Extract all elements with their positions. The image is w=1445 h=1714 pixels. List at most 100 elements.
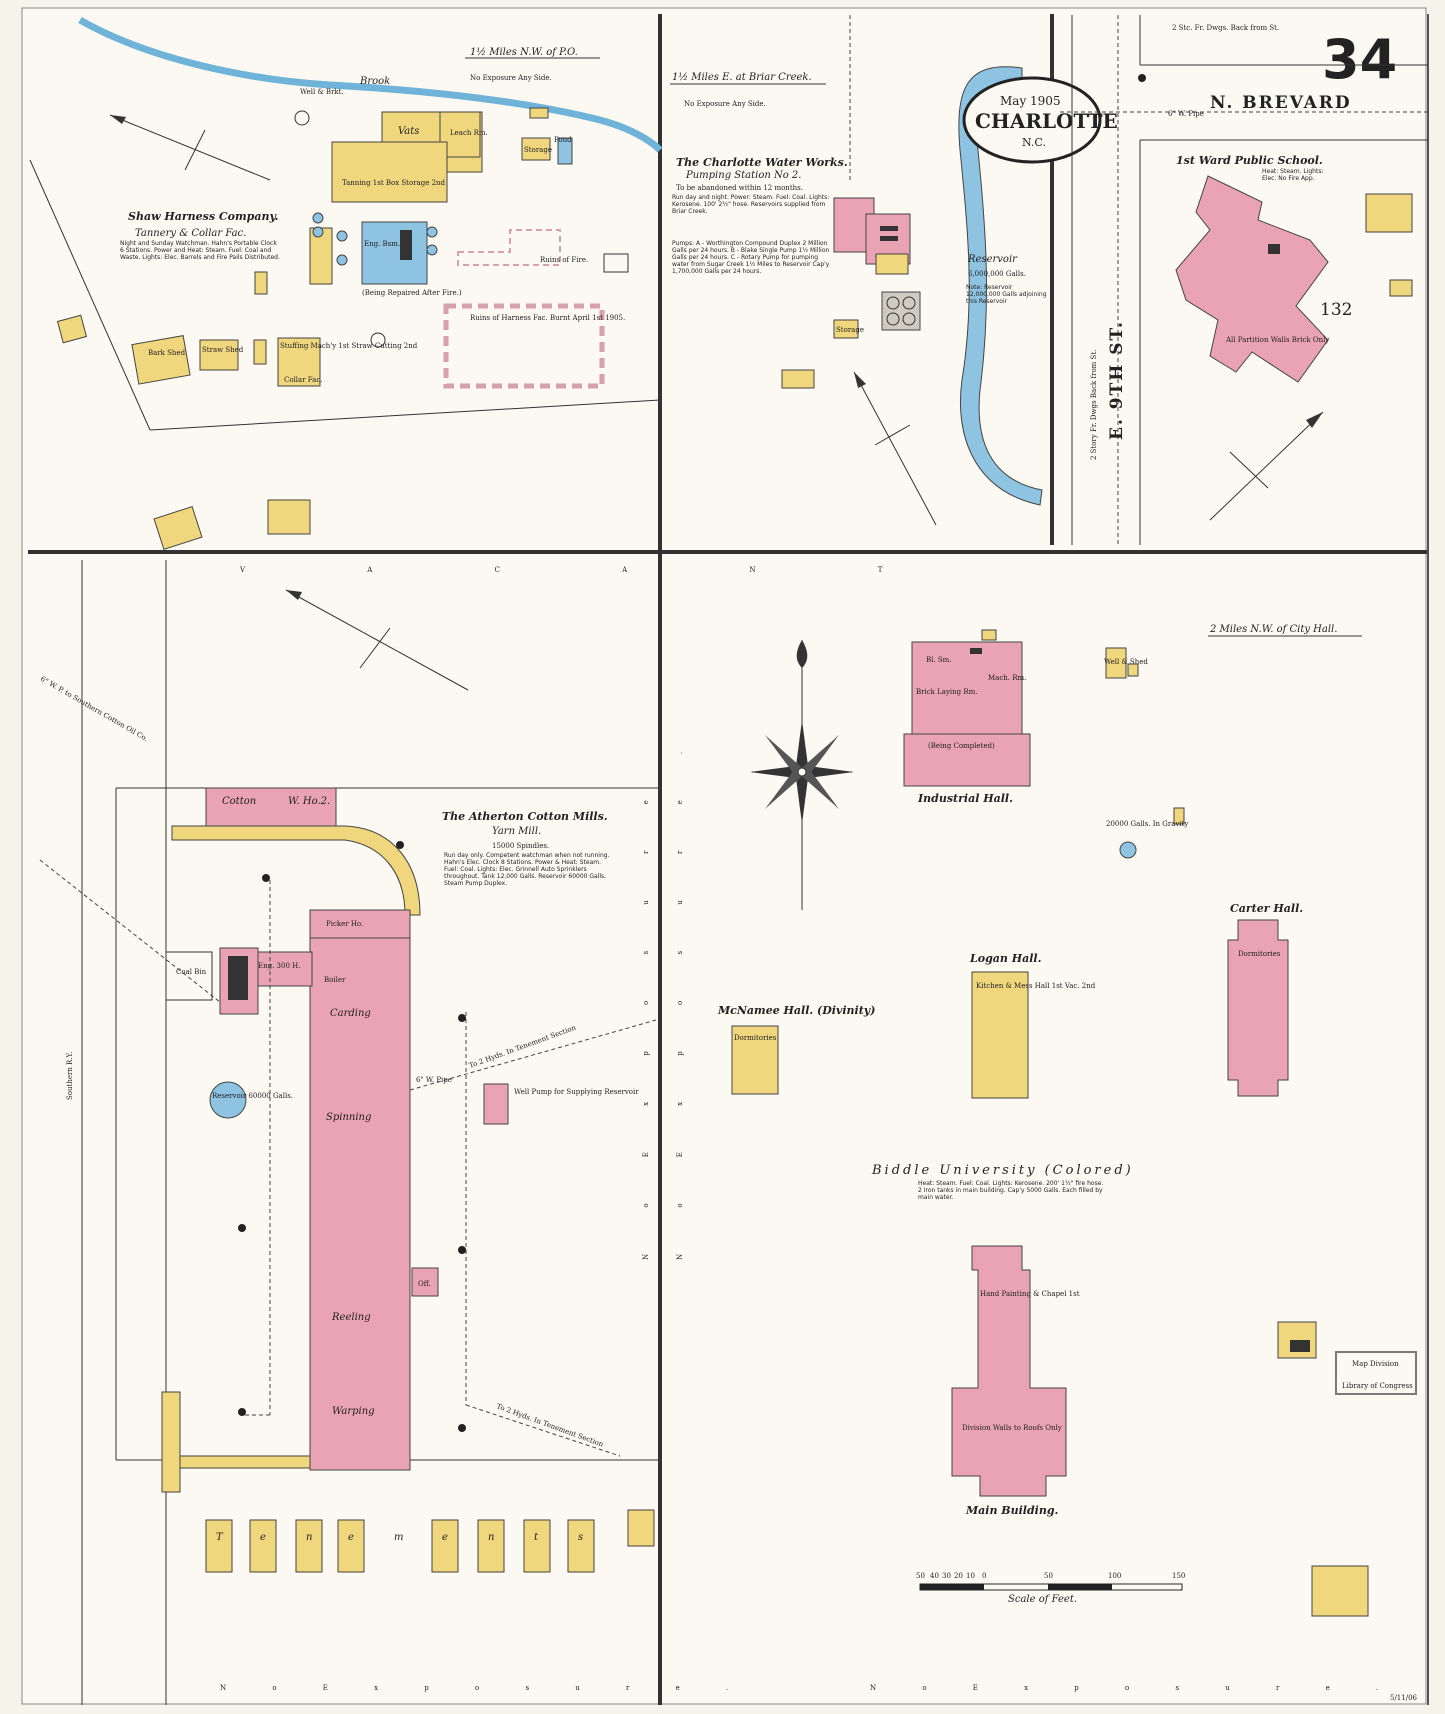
industrial-room: Bl. Sm. <box>926 656 952 664</box>
carter-label: Carter Hall. <box>1230 902 1303 915</box>
sheet-date: May 1905 <box>1000 94 1061 108</box>
north-arrow-tick <box>359 627 391 669</box>
ruins-f-label: Ruins of Harness Fac. Burnt April 1st 19… <box>470 314 625 322</box>
industrial-hall <box>911 641 1023 735</box>
waterworks-location: 1½ Miles E. at Briar Creek. <box>672 72 812 83</box>
well-label: Well & Brkt. <box>300 88 344 96</box>
logan-rooms: Kitchen & Mess Hall 1st Vac. 2nd <box>976 982 1096 990</box>
scale-tick: 100 <box>1108 1572 1121 1580</box>
tenement-letter: n <box>306 1532 312 1543</box>
school-notes: Heat: Steam. Lights: Elec. No Fire App. <box>1262 168 1324 182</box>
street-e-9th: E. 9TH ST. <box>1107 320 1127 440</box>
shed-small <box>529 107 549 119</box>
shed-small <box>254 271 268 295</box>
industrial-room: (Being Completed) <box>928 742 995 750</box>
industrial-room: Mach. Rm. <box>988 674 1026 682</box>
chapel-label: Hand Painting & Chapel 1st <box>980 1290 1080 1298</box>
reservoir-label: Reservoir 60000 Galls. <box>212 1092 293 1100</box>
waterworks-abandon: To be abandoned within 12 months. <box>676 184 803 192</box>
corner-code: 5/11/06 <box>1390 1694 1418 1702</box>
tenement <box>249 1519 277 1573</box>
tenement <box>627 1509 655 1547</box>
tenement <box>205 1519 233 1573</box>
engine-label: Eng. Bsm. <box>364 240 400 248</box>
carding-label: Carding <box>330 1008 371 1019</box>
north-arrow <box>109 114 271 181</box>
tenement-letter: m <box>394 1532 403 1543</box>
filter-tanks <box>881 291 921 331</box>
storage-shed <box>833 319 859 339</box>
rear-note: 2 Stc. Fr. Dwgs. Back from St. <box>1172 24 1279 32</box>
filter-tank <box>886 296 900 310</box>
well-shed <box>1105 647 1127 679</box>
mill-spindles: 15000 Spindles. <box>492 842 549 850</box>
school-name: 1st Ward Public School. <box>1176 154 1323 167</box>
tannery-exposure: No Exposure Any Side. <box>470 74 552 82</box>
stuffing-label: Stuffing Mach'y 1st Straw Cutting 2nd <box>280 342 418 350</box>
tenement <box>567 1519 595 1573</box>
tenement <box>295 1519 323 1573</box>
building-straw <box>199 339 239 371</box>
mill-name: The Atherton Cotton Mills. <box>442 810 608 823</box>
brook-label: Brook <box>359 76 390 87</box>
dwelling <box>56 314 88 344</box>
tenement-letter: e <box>348 1532 354 1543</box>
boiler-block <box>880 226 898 231</box>
university-notes: Heat: Steam. Fuel: Coal. Lights: Kerosen… <box>918 1180 1104 1201</box>
school-panel: 34 N. BREVARD 6" W. Pipe E. 9TH ST. 2 St… <box>1060 15 1428 545</box>
pond <box>557 137 573 165</box>
reservoir-note: Note: Reservoir 12,000,000 Galls adjoini… <box>966 284 1047 305</box>
block-number: 132 <box>1320 300 1352 320</box>
university-name: Biddle University (Colored) <box>871 1163 1134 1178</box>
north-arrow <box>1209 411 1324 521</box>
tenement-letter: e <box>442 1532 448 1543</box>
ruins-d-label: Ruins of Fire. <box>540 256 588 264</box>
dwelling <box>1389 279 1413 297</box>
building-tanning <box>331 141 448 203</box>
reservoir-tank <box>209 1081 247 1119</box>
picker-house <box>309 909 411 939</box>
vats-label: Vats <box>398 126 419 137</box>
mcnamee-rooms: Dormitories <box>734 1034 777 1042</box>
mill-building <box>309 909 411 1471</box>
tenement-letter: n <box>488 1532 494 1543</box>
pump-shed <box>1173 807 1185 825</box>
tenement-letter: T <box>216 1532 224 1543</box>
reservoir-creek <box>958 66 1043 506</box>
property-line <box>29 159 151 431</box>
engine-note: (Being Repaired After Fire.) <box>362 289 462 297</box>
railway-label: Southern R.Y. <box>66 1051 74 1100</box>
hydrant-icon <box>238 1224 246 1232</box>
boiler-label: Boiler <box>324 976 346 984</box>
vacant-label: V A C A N T <box>239 566 942 574</box>
gravity-tank <box>1119 841 1137 859</box>
fleur-de-lis-icon <box>796 640 808 668</box>
straw-label: Straw Shed <box>202 346 244 354</box>
building-stuffing <box>277 337 321 387</box>
pipe-line <box>465 1404 621 1457</box>
north-arrow-head <box>286 590 302 600</box>
north-arrow-tick <box>1229 451 1269 489</box>
sheet-state: N.C. <box>1022 136 1046 149</box>
city-seal <box>962 76 1102 164</box>
platform <box>179 1455 311 1469</box>
mcnamee-hall <box>731 1025 779 1095</box>
tannery-subtitle: Tannery & Collar Fac. <box>135 228 246 239</box>
side-note: 2 Story Fr. Dwgs Back from St. <box>1090 350 1098 460</box>
filter-tank <box>902 312 916 326</box>
school-floors: All Partition Walls Brick Only <box>1225 336 1329 344</box>
wh-label: W. Ho.2. <box>288 796 330 807</box>
hydrant-icon <box>1138 74 1146 82</box>
platform <box>171 825 421 916</box>
property-line <box>149 399 661 431</box>
tank-label: 20000 Galls. In Gravity <box>1106 820 1188 828</box>
tank <box>312 226 324 238</box>
office <box>411 1267 439 1297</box>
waterworks-panel: 1½ Miles E. at Briar Creek. No Exposure … <box>670 15 1118 526</box>
scale-tick: 150 <box>1172 1572 1185 1580</box>
compass-rose <box>750 640 854 910</box>
hydrant <box>370 332 386 348</box>
hydrant-icon <box>238 1408 246 1416</box>
industrial-room: Brick Laying Rm. <box>916 688 977 696</box>
dwelling <box>1365 193 1413 233</box>
